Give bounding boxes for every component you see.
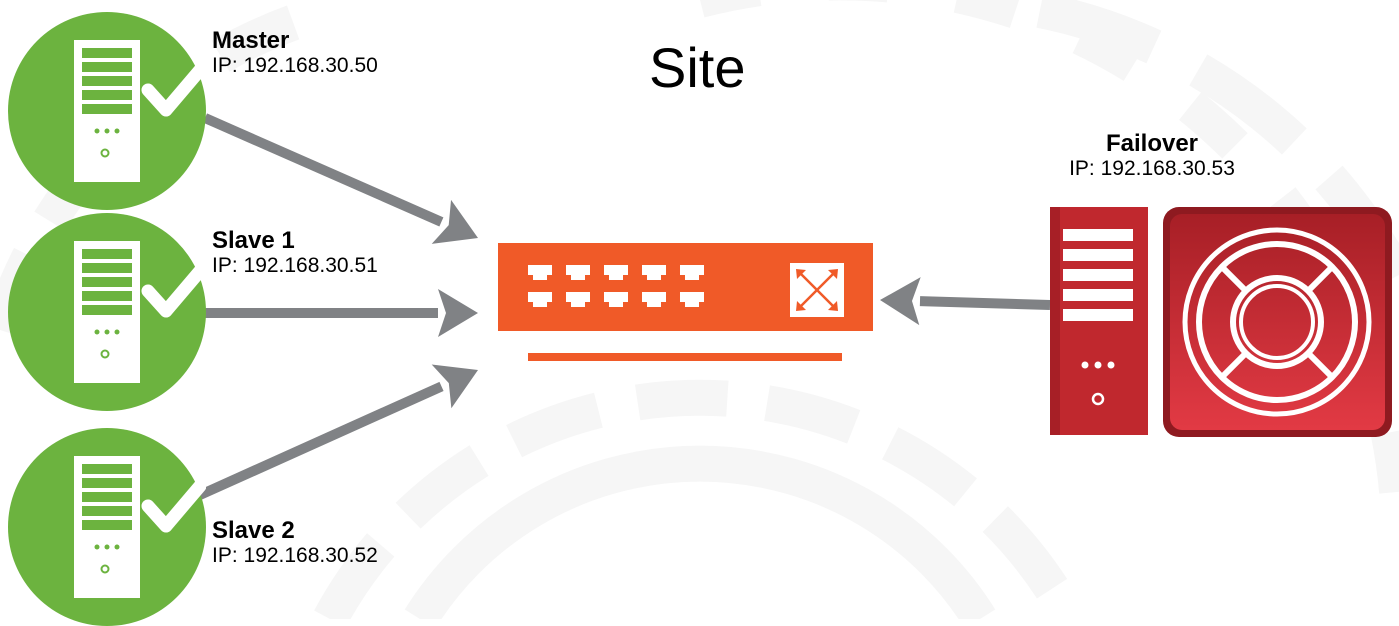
- slave-2-label: Slave 2 IP: 192.168.30.52: [212, 517, 378, 568]
- slave-1-label: Slave 1 IP: 192.168.30.51: [212, 227, 378, 278]
- connection-line: [197, 381, 444, 500]
- slave-2-ip: IP: 192.168.30.52: [212, 544, 378, 568]
- arrow-head: [438, 289, 478, 337]
- switch-port: [528, 292, 552, 307]
- master-ip: IP: 192.168.30.50: [212, 54, 378, 78]
- master-name: Master: [212, 27, 290, 54]
- slave-1-server-icon: [8, 213, 206, 411]
- switch-port: [642, 292, 666, 307]
- lifebuoy-icon: [1163, 207, 1392, 437]
- slave-2-server-icon: [8, 428, 206, 626]
- connection-line: [919, 296, 1051, 310]
- arrow-head: [431, 199, 478, 244]
- switch-port: [680, 265, 704, 280]
- switch-port: [528, 265, 552, 280]
- switch-port: [604, 292, 628, 307]
- master-label: Master IP: 192.168.30.50: [212, 27, 378, 78]
- slave-1-ip: IP: 192.168.30.51: [212, 254, 378, 278]
- network-switch-icon: [498, 243, 873, 361]
- failover-server-icon: [1050, 207, 1148, 435]
- slave-1-name: Slave 1: [212, 227, 295, 254]
- switch-port: [566, 292, 590, 307]
- failover-name: Failover: [1105, 130, 1199, 157]
- master-server-icon: [8, 12, 206, 210]
- connection-line: [202, 113, 444, 227]
- arrow-head: [431, 364, 478, 409]
- switch-port: [680, 292, 704, 307]
- arrow-head: [880, 277, 921, 326]
- switch-port: [642, 265, 666, 280]
- switch-port: [604, 265, 628, 280]
- failover-ip: IP: 192.168.30.53: [1069, 157, 1235, 181]
- switch-port: [566, 265, 590, 280]
- slave-2-name: Slave 2: [212, 517, 295, 544]
- failover-label: Failover IP: 192.168.30.53: [1042, 130, 1262, 181]
- site-title: Site: [649, 36, 746, 99]
